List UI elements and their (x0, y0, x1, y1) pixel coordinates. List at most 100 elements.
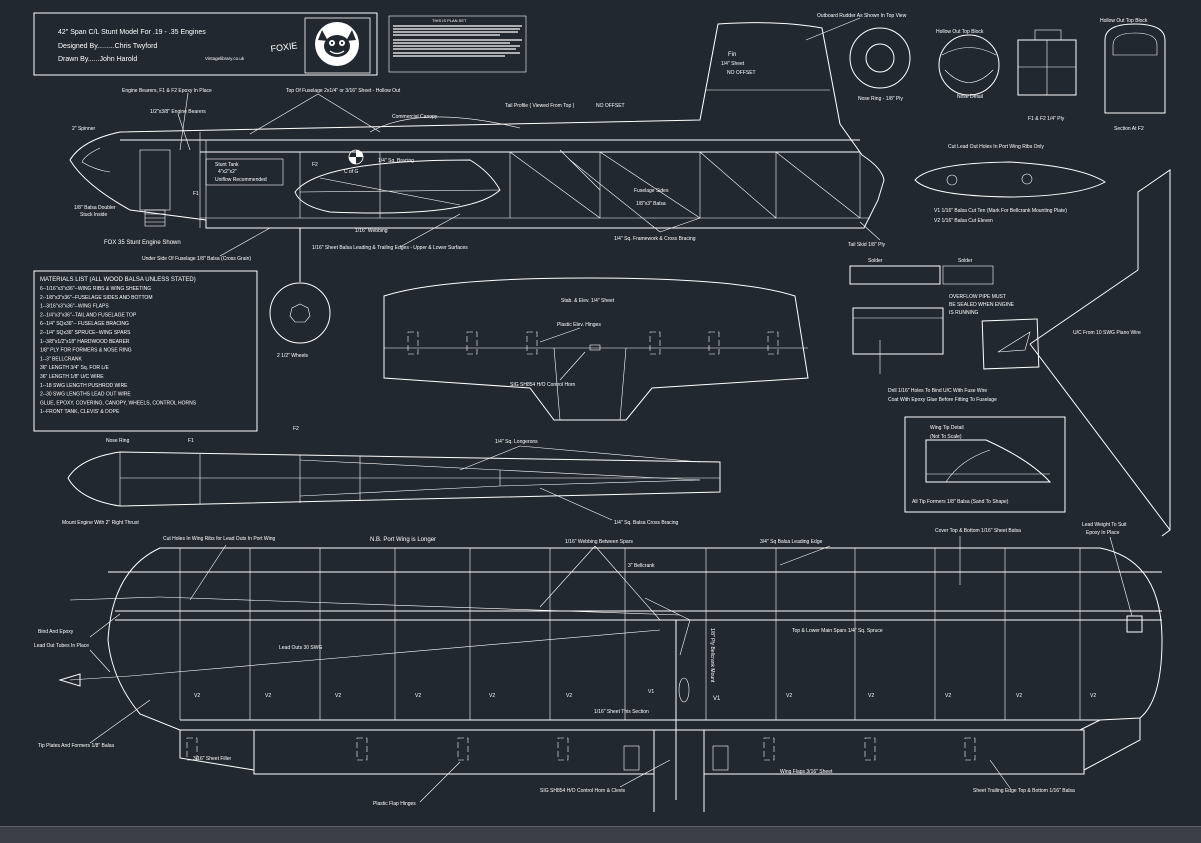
rib-label: V2 (945, 693, 951, 699)
label-hollow-top-block: Hollow Out Top Block (1100, 18, 1148, 24)
label-webbing-spars: 1/16" Webbing Between Spars (565, 539, 633, 545)
label-framework: 1/4" Sq. Framework & Cross Bracing (614, 236, 696, 242)
label-le-te: 1/16" Sheet Balsa Leading & Trailing Edg… (312, 245, 468, 251)
materials-item: 2--1/4"x3"x36"--TAIL AND FUSELAGE TOP (40, 312, 137, 318)
label-stab: Stab. & Elev. 1/4" Sheet (561, 298, 615, 304)
materials-item: 6--1/4" SQx36"-- FUSELAGE BRACING (40, 321, 129, 327)
label-cg: C of G (344, 169, 359, 175)
label-flap-filler: 3/16" Sheet Filler (193, 756, 232, 762)
label-f1f2-ply: F1 & F2 1/4" Ply (1028, 116, 1065, 122)
label-le-balsa: 3/4" Sq Balsa Leading Edge (760, 539, 823, 545)
materials-item: 1/8" PLY FOR FORMERS & NOSE RING (40, 348, 132, 354)
fuselage-top-view: Nose Ring F1 F2 1/4" Sq. Longerons Mount… (62, 426, 721, 526)
rib-label: V2 (489, 693, 495, 699)
rib-detail-view: Cut Lead Out Holes In Port Wing Ribs Onl… (914, 144, 1106, 224)
materials-item: 1--3/8"x1/2"x18" HARDWOOD BEARER (40, 339, 130, 345)
notes-heading: THIS IS PLAN SET (432, 18, 467, 23)
label-fin: Fin (728, 52, 736, 58)
rib-labels: V2 V2 V2 V2 V2 V2 V1 V1 V2 V2 V2 V2 V2 (194, 689, 1096, 702)
label-lead-out-tubes: Lead Out Tubes In Place (34, 643, 89, 649)
tank-detail-view: Solder Solder OVERFLOW PIPE MUST BE SEAL… (849, 258, 1015, 374)
rib-label: V2 (786, 693, 792, 699)
label-nose-ring-top: Nose Ring (106, 438, 130, 444)
label-lead-outs-swg: Lead Outs 30 SWG (279, 645, 322, 651)
label-solder2: Solder (958, 258, 973, 264)
materials-heading: MATERIALS LIST (ALL WOOD BALSA UNLESS ST… (40, 277, 196, 283)
label-underside: Under Side Of Fuselage 1/8" Balsa (Cross… (142, 256, 251, 262)
materials-item: 36" LENGTH 1/8" U/C WIRE (40, 374, 104, 380)
label-overflow2: BE SEALED WHEN ENGINE (949, 302, 1015, 308)
nose-detail-view: Hollow Out Top Block Nose Detail (936, 29, 1000, 100)
label-longerons: 1/4" Sq. Longerons (495, 439, 538, 445)
label-wing-flaps: Wing Flaps 3/16" Sheet (780, 769, 833, 775)
rib-label: V2 (1016, 693, 1022, 699)
label-sheet-this: 1/16" Sheet This Section (594, 709, 649, 715)
label-fin-offset: NO OFFSET (727, 70, 756, 76)
label-rib-spec2: V2 1/16" Balsa Cut Eleven (934, 218, 993, 224)
undercarriage-view: U/C From 10 SWG Piano Wire Drill 1/16" H… (888, 169, 1171, 537)
materials-item: 2--1/4" SQx36" SPRUCE--WING SPARS (40, 330, 131, 336)
label-spinner: 2" Spinner (72, 126, 96, 132)
cad-drawing-canvas[interactable]: 42" Span C/L Stunt Model For .19 - .35 E… (0, 0, 1201, 826)
stabilizer-view: Stab. & Elev. 1/4" Sheet Plastic Elev. H… (383, 277, 809, 421)
label-mount-engine: Mount Engine With 2" Right Thrust (62, 520, 139, 526)
label-stuck-inside: Stuck Inside (80, 212, 107, 218)
rib-label: V2 (194, 693, 200, 699)
title-website: Vintagelibrary.co.uk (205, 56, 245, 61)
materials-item: GLUE, EPOXY, COVERING, CANOPY, WHEELS, C… (40, 400, 197, 406)
label-overflow3: IS RUNNING (949, 310, 979, 316)
title-line1: 42" Span C/L Stunt Model For .19 - .35 E… (58, 29, 206, 36)
label-engine-bearers: Engine Bearers, F1 & F2 Epoxy In Place (122, 88, 212, 94)
label-tip-plates: Tip Plates And Formers 1/8" Balsa (38, 743, 114, 749)
materials-item: 2--1/8"x3"x36"--FUSELAGE SIDES AND BOTTO… (40, 295, 152, 301)
materials-item: 1--3/16"x3"x36"--WING FLAPS (40, 304, 109, 310)
label-drill-holes: Drill 1/16" Holes To Bind U/C With Fuse … (888, 388, 987, 394)
label-solder: Solder (868, 258, 883, 264)
former-f1-f2-view: F1 & F2 1/4" Ply (1017, 29, 1077, 122)
label-tip-formers: All Tip Formers 1/8" Balsa (Sand To Shap… (912, 499, 1009, 505)
label-cover-top: Cover Top & Bottom 1/16" Sheet Balsa (935, 528, 1021, 534)
label-webbing: 1/16" Webbing (355, 228, 388, 234)
materials-item: 1--FRONT TANK, CLEVIS' & DOPE (40, 409, 120, 415)
label-coat-epoxy: Coat With Epoxy Glue Before Fitting To F… (888, 397, 997, 403)
label-plywood-mount: 1/8" Ply Bellcrank Mount (709, 628, 715, 683)
rib-label: V1 (713, 696, 721, 702)
label-nose-detail: Nose Detail (957, 94, 983, 100)
materials-item: 36" LENGTH 3/4" Sq. FOR L/E (40, 365, 110, 371)
rib-label: V1 (648, 689, 654, 695)
label-uc-swg: U/C From 10 SWG Piano Wire (1073, 330, 1141, 336)
title-line3: Drawn By......John Harold (58, 56, 137, 63)
label-fuselage-sides-spec: 1/8"x3" Balsa (636, 201, 666, 207)
label-epoxy-in-place: Epoxy In Place (1086, 530, 1120, 536)
rib-label: V2 (265, 693, 271, 699)
label-uniflow: Uniflow Recommended (215, 177, 267, 183)
title-block: 42" Span C/L Stunt Model For .19 - .35 E… (33, 12, 378, 76)
label-stunt-tank: Stunt Tank (215, 162, 239, 168)
label-cross-bracing: 1/4" Sq. Balsa Cross Bracing (614, 520, 679, 526)
model-name: FOXIE (270, 40, 298, 54)
label-rib-spec: V1 1/16" Balsa Cut Ten (Mark For Bellcra… (934, 208, 1067, 214)
materials-item: 1--3" BELLCRANK (40, 356, 82, 362)
label-fin-sheet: 1/4" Sheet (721, 61, 745, 67)
fuselage-side-view: Stunt Tank 4"x2"x2" Uniflow Recommended (69, 22, 885, 344)
materials-list: MATERIALS LIST (ALL WOOD BALSA UNLESS ST… (33, 270, 258, 432)
label-sig-horn: SIG SH854 H/O Control Horn (510, 382, 576, 388)
wheel-icon (269, 282, 331, 344)
rib-label: V2 (1090, 693, 1096, 699)
title-line2: Designed By.........Chris Twyford (58, 43, 157, 50)
label-f2: F2 (312, 162, 318, 168)
label-f2-top: F2 (293, 426, 299, 432)
notes-block: THIS IS PLAN SET (388, 15, 527, 73)
materials-item: 2--30 SWG LENGTHS LEAD OUT WIRE (40, 392, 131, 398)
section-f2-view: Hollow Out Top Block Section At F2 (1100, 18, 1166, 132)
label-no-offset: NO OFFSET (596, 103, 625, 109)
status-bar (0, 826, 1201, 843)
label-balsa-doubler: 1/8" Balsa Doubler (74, 205, 116, 211)
label-cut-holes-wing: Cut Holes In Wing Ribs for Lead Outs In … (163, 536, 275, 542)
label-wheels: 2 1/2" Wheels (277, 353, 308, 359)
rib-label: V2 (566, 693, 572, 699)
label-tail-skid: Tail Skid 1/8" Ply (848, 242, 886, 248)
label-tank-size: 4"x2"x2" (218, 169, 237, 175)
label-port-wing: N.B. Port Wing is Longer (370, 537, 436, 543)
label-section-f2: Section At F2 (1114, 126, 1144, 132)
